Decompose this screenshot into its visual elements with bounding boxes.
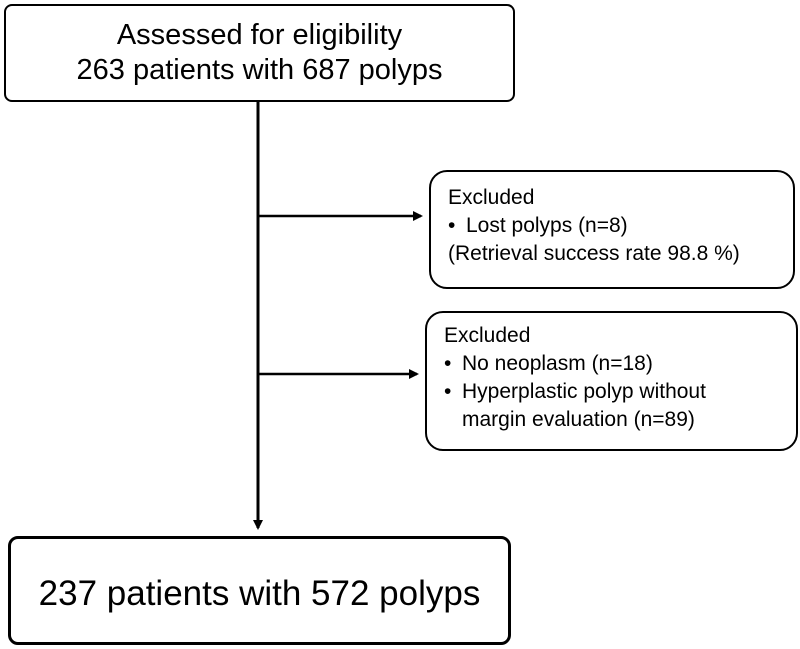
exclusion-item: • No neoplasm (n=18) (444, 350, 796, 378)
exclusion-heading: Excluded (444, 324, 531, 347)
bullet-icon: • (448, 214, 456, 237)
bullet-icon: • (444, 352, 452, 375)
exclusion-item-label: No neoplasm (n=18) (462, 352, 653, 375)
final-cohort-box: 237 patients with 572 polyps (8, 536, 511, 645)
exclusion-box-2: Excluded • No neoplasm (n=18) • Hyperplast… (425, 311, 798, 451)
eligibility-count: 263 patients with 687 polyps (76, 54, 443, 86)
eligibility-title: Assessed for eligibility (116, 19, 403, 51)
exclusion-item: • Lost polyps (n=8) (448, 212, 793, 240)
exclusion-item-label: Lost polyps (n=8) (466, 214, 628, 237)
exclusion-item-label: Hyperplastic polyp without (462, 380, 706, 403)
retrieval-rate-note: (Retrieval success rate 98.8 %) (448, 242, 740, 265)
exclusion-item-continuation: margin evaluation (n=89) (462, 408, 695, 431)
bullet-icon: • (444, 380, 452, 403)
eligibility-box: Assessed for eligibility 263 patients wi… (4, 4, 515, 102)
final-cohort-count: 237 patients with 572 polyps (38, 574, 481, 613)
exclusion-box-1: Excluded • Lost polyps (n=8) (Retrieval s… (429, 170, 795, 289)
exclusion-item: • Hyperplastic polyp without (444, 378, 796, 406)
exclusion-heading: Excluded (448, 186, 535, 209)
